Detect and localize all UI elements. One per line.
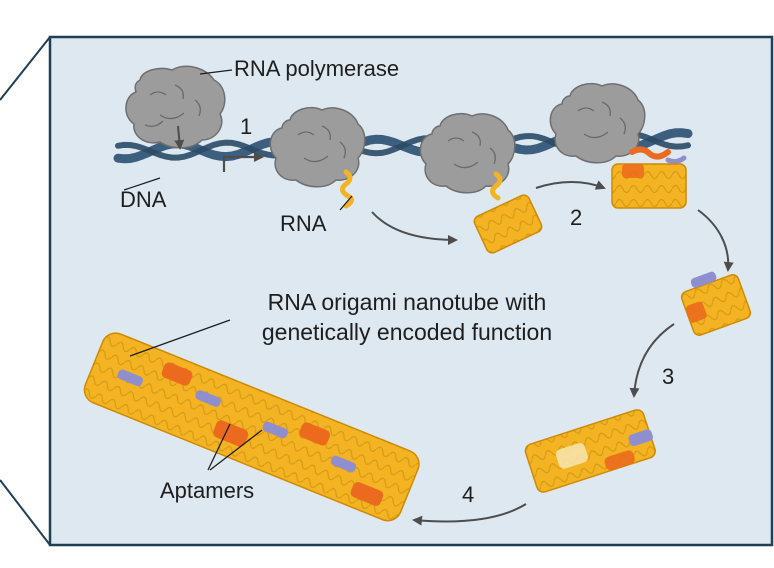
nanotube-accent-1 bbox=[161, 362, 193, 386]
nanotube-accent-2 bbox=[213, 420, 249, 447]
leader-rna bbox=[339, 195, 353, 211]
aptamer-1 bbox=[117, 369, 143, 387]
rna-origami-nanotube bbox=[83, 332, 420, 522]
rna-polymerase-1 bbox=[269, 106, 366, 188]
leader-aptamer-a bbox=[207, 423, 231, 471]
leader-aptamer-b bbox=[209, 429, 263, 471]
label-rna-polymerase: RNA polymerase bbox=[234, 56, 400, 81]
aptamer-3 bbox=[262, 421, 288, 439]
label-nanotube: RNA origami nanotube with genetically en… bbox=[261, 289, 553, 345]
label-rna: RNA bbox=[280, 211, 327, 236]
folding-intermediate-2 bbox=[611, 163, 687, 209]
aptamer-4 bbox=[330, 455, 357, 473]
step-arrow-a bbox=[371, 211, 458, 245]
leader-nanotube bbox=[129, 319, 231, 357]
aptamer-2 bbox=[195, 390, 221, 407]
step-arrow-d bbox=[629, 323, 675, 398]
folding-intermediate-3 bbox=[680, 271, 752, 336]
nascent-rna-2 bbox=[490, 171, 503, 201]
rna-polymerase-3 bbox=[549, 82, 646, 164]
step-number-2: 2 bbox=[570, 205, 583, 230]
step-number-4: 4 bbox=[462, 482, 475, 507]
rna-polymerase-free bbox=[125, 65, 226, 149]
step-number-1: 1 bbox=[240, 114, 253, 139]
step-arrow-b bbox=[535, 180, 606, 190]
label-dna: DNA bbox=[120, 187, 167, 212]
nascent-rna-3-accent bbox=[629, 146, 671, 160]
leader-polymerase bbox=[199, 69, 233, 75]
nascent-rna-1 bbox=[340, 169, 354, 209]
nanotube-accent-3 bbox=[299, 422, 331, 446]
rna-polymerase-2 bbox=[419, 112, 516, 194]
folding-intermediate-4 bbox=[524, 409, 656, 493]
step-arrow-e bbox=[412, 503, 527, 526]
leader-dna bbox=[123, 177, 161, 191]
folding-intermediate-1 bbox=[473, 194, 543, 254]
zoom-callout-lines bbox=[0, 36, 51, 546]
promoter-arrow bbox=[222, 152, 264, 172]
nanotube-accent-4 bbox=[350, 482, 384, 506]
binding-arrow bbox=[174, 125, 185, 150]
label-aptamers: Aptamers bbox=[160, 478, 255, 503]
nascent-rna-3-aptamer bbox=[665, 155, 687, 165]
step-arrow-c bbox=[697, 209, 734, 272]
step-number-3: 3 bbox=[662, 364, 675, 389]
